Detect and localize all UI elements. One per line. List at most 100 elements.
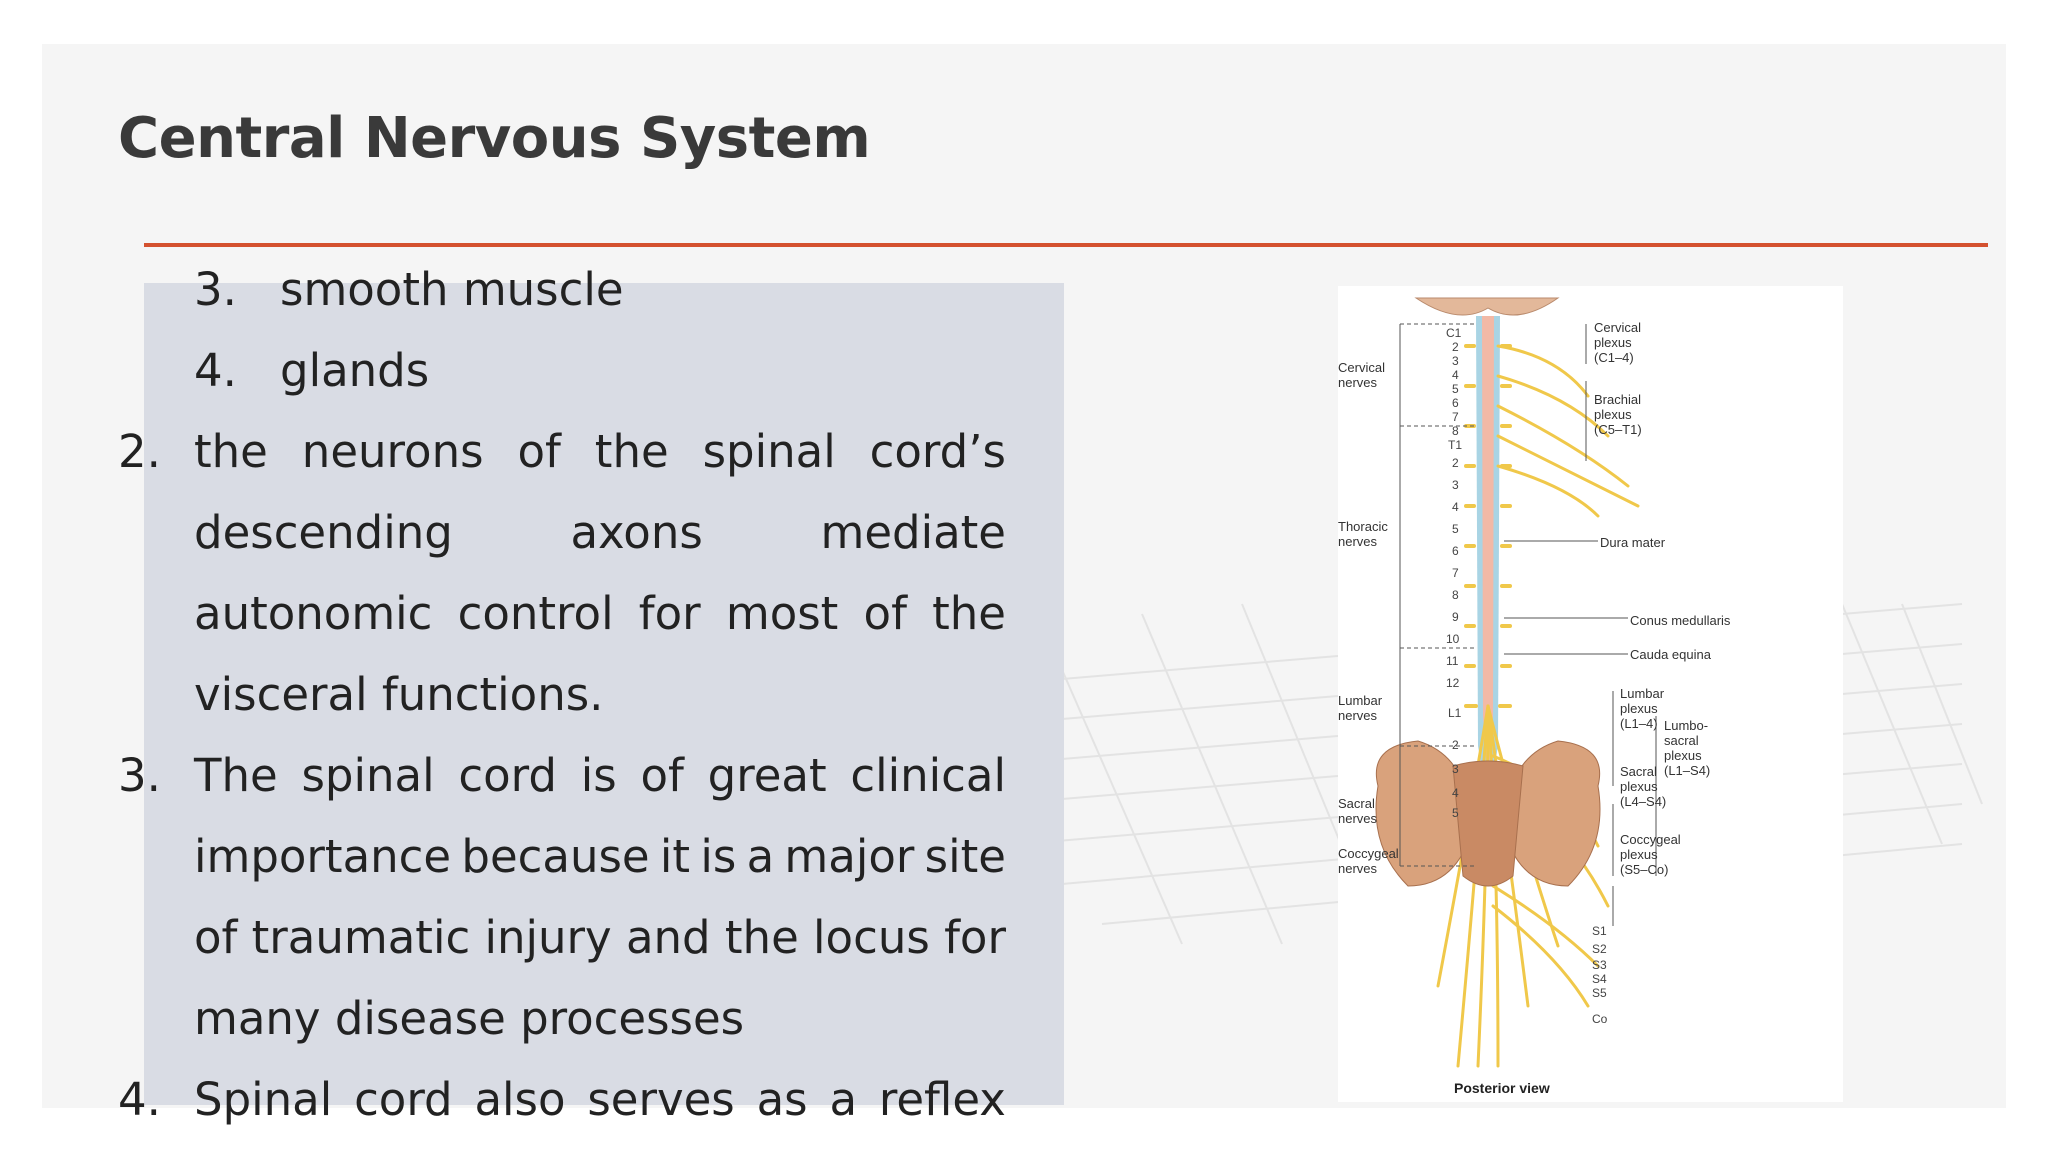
word: axons [570, 506, 703, 559]
word: a [829, 1073, 858, 1126]
word: reflex [878, 1073, 1006, 1126]
list-number: 2. [118, 425, 161, 478]
vertebra-label: 9 [1452, 610, 1459, 624]
sacral-label: S5 [1592, 986, 1607, 1000]
vertebra-label: 8 [1452, 424, 1459, 438]
vertebra-label: T1 [1448, 438, 1463, 452]
word: for [944, 911, 1006, 964]
word: cord [354, 1073, 453, 1126]
label-sacral-plexus: Sacral plexus (L4–S4) [1620, 764, 1667, 809]
vertebra-label: 11 [1446, 654, 1459, 668]
spinal-cord-illustration [1375, 297, 1657, 1068]
word: of [640, 749, 684, 802]
word: cord’s [869, 425, 1006, 478]
vertebra-label: 12 [1446, 676, 1460, 690]
word: spinal [702, 425, 836, 478]
word: of [863, 587, 907, 640]
list-number: 4. [118, 1073, 161, 1126]
word: also [474, 1073, 566, 1126]
vertebra-label: 2 [1452, 456, 1459, 470]
slide: Cervical nerves Thoracic nerves Lumbar n… [42, 44, 2006, 1108]
word: serves [587, 1073, 735, 1126]
word: the [932, 587, 1006, 640]
word: spinal [301, 749, 435, 802]
word: mediate [820, 506, 1007, 559]
label-cauda-equina: Cauda equina [1630, 647, 1711, 662]
label-sacral-nerves: Sacral nerves [1338, 796, 1378, 826]
label-dura-mater: Dura mater [1600, 535, 1666, 550]
label-brachial-plexus: Brachial plexus (C5–T1) [1594, 392, 1642, 437]
word: is [580, 749, 617, 802]
list-number: 3. [118, 749, 161, 802]
word: it [659, 830, 691, 883]
word: clinical [850, 749, 1006, 802]
label-lumbar-nerves: Lumbar nerves [1338, 693, 1383, 723]
word: because [461, 830, 650, 883]
word: neurons [301, 425, 484, 478]
vertebra-label: L1 [1448, 706, 1462, 720]
word: for [638, 587, 701, 640]
word: of [517, 425, 561, 478]
word: the [594, 425, 669, 478]
word: traumatic [251, 911, 471, 964]
vertebra-label: 4 [1452, 786, 1459, 800]
vertebra-label: 3 [1452, 762, 1459, 776]
label-conus-medullaris: Conus medullaris [1630, 613, 1731, 628]
vertebra-label: C1 [1446, 326, 1462, 340]
vertebra-label: 7 [1452, 410, 1459, 424]
label-cervical-nerves: Cervical nerves [1338, 360, 1385, 390]
word: importance [194, 830, 452, 883]
vertebra-label: 5 [1452, 382, 1459, 396]
list-text: glands [280, 344, 430, 397]
vertebra-label: 8 [1452, 588, 1459, 602]
vertebra-label: 2 [1452, 340, 1459, 354]
vertebra-label: 6 [1452, 544, 1459, 558]
list-text-line: descending axons mediate [194, 492, 1006, 573]
word: is [700, 830, 737, 883]
word: The [194, 749, 278, 802]
word: of [194, 911, 238, 964]
word: a [746, 830, 775, 883]
vertebra-label: 2 [1452, 738, 1459, 752]
label-thoracic-nerves: Thoracic nerves [1338, 519, 1388, 549]
sacral-label: S3 [1592, 958, 1607, 972]
list-number: 3. [194, 263, 237, 316]
vertebra-label: 3 [1452, 478, 1459, 492]
label-lumbosacral-plexus: Lumbo- sacral plexus (L1–S4) [1664, 718, 1711, 778]
figure-caption: Posterior view [1454, 1080, 1550, 1096]
sacral-label: Co [1592, 1012, 1608, 1026]
vertebra-label: 5 [1452, 806, 1459, 820]
sacral-label: S1 [1592, 924, 1607, 938]
word: most [725, 587, 839, 640]
sacral-label: S4 [1592, 972, 1607, 986]
word: Spinal [194, 1073, 333, 1126]
list-text-line: many disease processes [194, 992, 745, 1045]
vertebra-label: 3 [1452, 354, 1459, 368]
word: control [457, 587, 614, 640]
label-lumbar-plexus: Lumbar plexus (L1–4) [1620, 686, 1665, 731]
list-text: smooth muscle [280, 263, 624, 316]
word: and [625, 911, 711, 964]
list-number: 4. [194, 344, 237, 397]
word: major [784, 830, 915, 883]
vertebra-label: 7 [1452, 566, 1459, 580]
word: the [194, 425, 268, 478]
label-coccygeal-plexus: Coccygeal plexus (S5–Co) [1620, 832, 1681, 877]
sacral-label: S2 [1592, 942, 1607, 956]
vertebra-label: 5 [1452, 522, 1459, 536]
vertebra-label: 6 [1452, 396, 1459, 410]
word: site [924, 830, 1006, 883]
spinal-cord-figure: Cervical nerves Thoracic nerves Lumbar n… [1338, 286, 1843, 1102]
word: descending [194, 506, 453, 559]
label-coccygeal-nerves: Coccygeal nerves [1338, 846, 1399, 876]
slide-title: Central Nervous System [118, 106, 871, 171]
word: the [724, 911, 799, 964]
word: great [707, 749, 827, 802]
vertebra-label: 4 [1452, 500, 1459, 514]
vertebra-label: 10 [1446, 632, 1460, 646]
